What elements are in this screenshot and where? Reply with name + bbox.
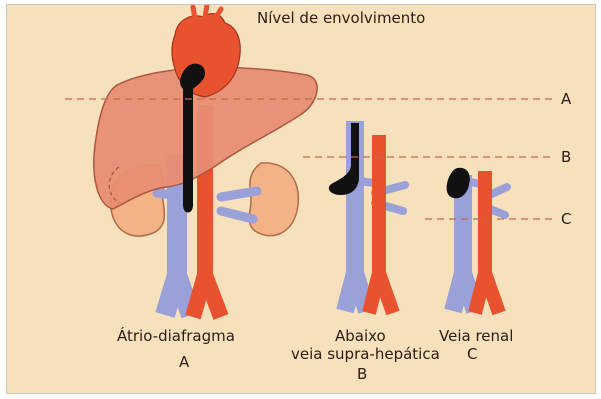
panel-a-letter: A: [179, 355, 189, 370]
panel-a-anatomy: [94, 5, 317, 317]
level-label-a: A: [561, 92, 571, 107]
panel-b-letter: B: [357, 367, 367, 382]
panel-c-letter: C: [467, 347, 477, 362]
panel-c-anatomy: [447, 168, 507, 313]
level-label-b: B: [561, 150, 571, 165]
diagram-title: Nível de envolvimento: [257, 11, 425, 26]
right-kidney: [249, 163, 298, 236]
panel-b-caption-line1: Abaixo: [335, 329, 386, 344]
panel-b-caption-line2: veia supra-hepática: [291, 347, 440, 362]
panel-b-anatomy: [329, 121, 405, 313]
aorta-b: [369, 135, 393, 313]
thrombus-b: [329, 123, 359, 195]
level-label-c: C: [561, 212, 571, 227]
panel-c-caption: Veia renal: [439, 329, 513, 344]
panel-a-caption: Átrio-diafragma: [117, 329, 235, 344]
illustration-frame: Nível de envolvimento A B C Átrio-diafra…: [6, 4, 596, 394]
